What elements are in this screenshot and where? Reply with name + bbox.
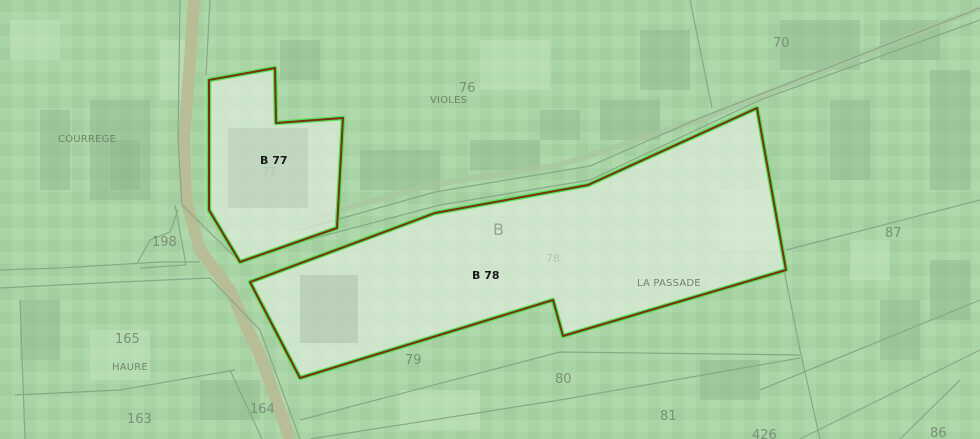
parcel-id-label-b77: B 77 <box>260 154 288 167</box>
parcel-number-426: 426 <box>752 428 777 439</box>
parcel-number-79: 79 <box>405 353 422 368</box>
building-shading <box>228 128 308 208</box>
parcel-number-76: 76 <box>459 81 476 96</box>
parcel-ghost-number-77: 77 <box>262 165 276 178</box>
terrain-texture <box>20 20 970 420</box>
parcel-b77-selection[interactable] <box>206 65 346 265</box>
building-shading <box>300 275 358 343</box>
parcel-number-70: 70 <box>773 36 790 51</box>
parcel-number-80: 80 <box>555 372 572 387</box>
parcel-b78-selection[interactable] <box>247 105 789 381</box>
place-name-violes: VIOLES <box>430 95 467 106</box>
roads <box>177 0 980 439</box>
parcel-number-86: 86 <box>930 426 947 439</box>
place-name-la-passade: LA PASSADE <box>637 278 701 289</box>
parcel-number-163: 163 <box>127 412 152 427</box>
place-name-courrege: COURREGE <box>58 134 116 145</box>
parcel-ghost-number-78: 78 <box>546 252 560 265</box>
parcel-number-198: 198 <box>152 235 177 250</box>
place-name-haure: HAURE <box>112 362 148 373</box>
section-letter: B <box>493 220 504 239</box>
parcel-number-165: 165 <box>115 332 140 347</box>
parcel-number-81: 81 <box>660 409 677 424</box>
parcel-number-87: 87 <box>885 226 902 241</box>
parcel-id-label-b78: B 78 <box>472 269 500 282</box>
parcel-number-164: 164 <box>250 402 275 417</box>
